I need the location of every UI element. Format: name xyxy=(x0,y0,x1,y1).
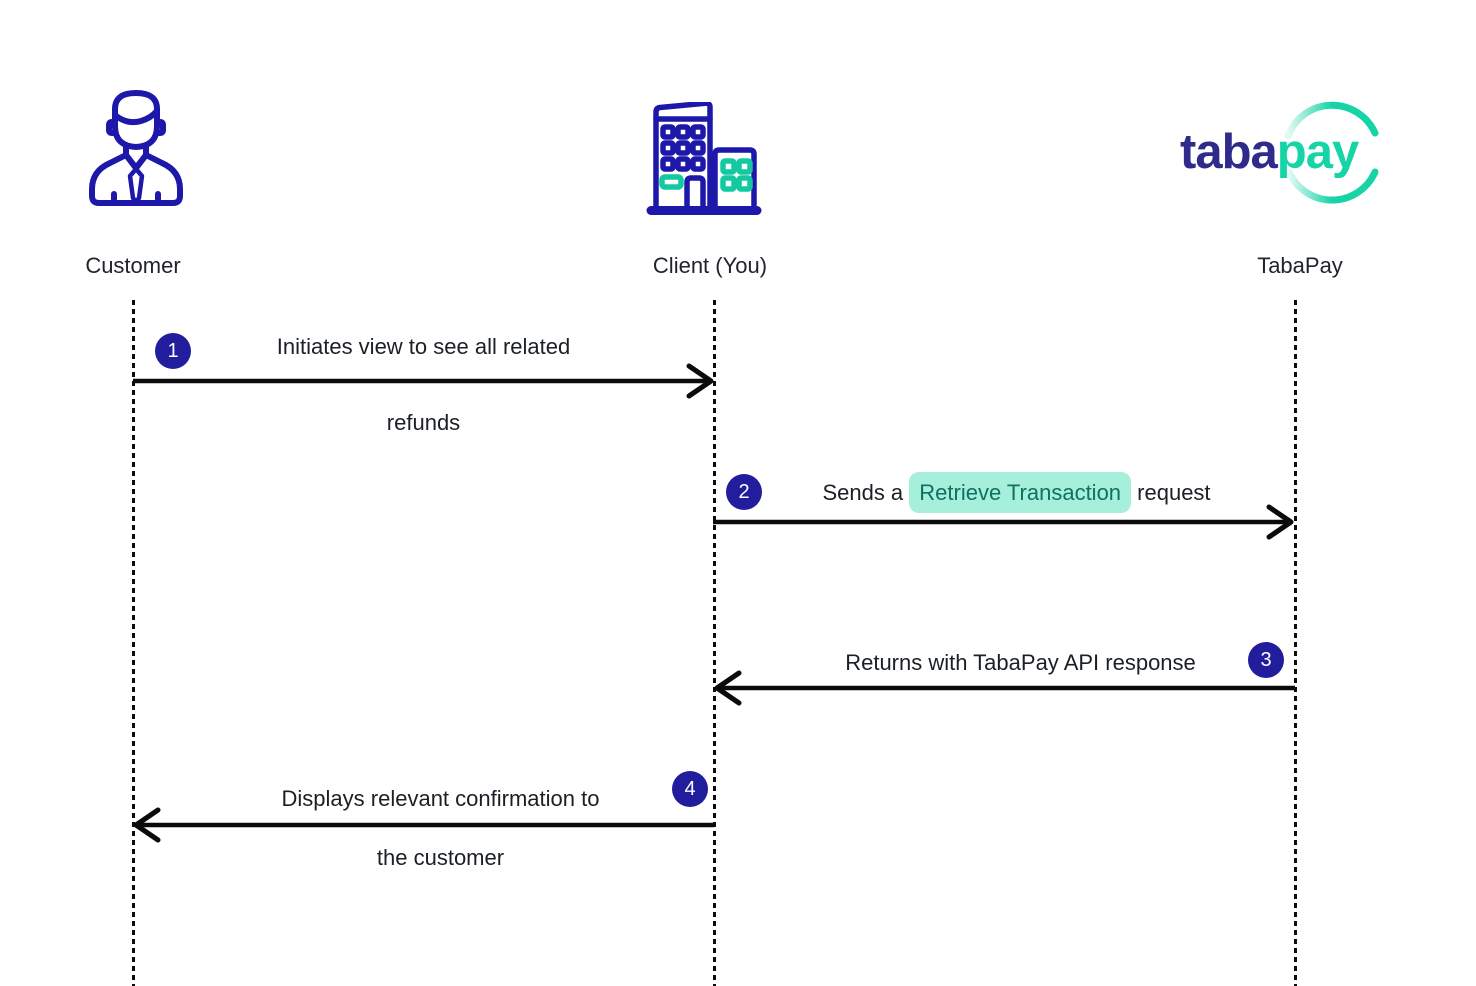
actor-label-client: Client (You) xyxy=(652,253,768,278)
step-badge-3: 3 xyxy=(1248,642,1284,678)
step-badge-1: 1 xyxy=(155,333,191,369)
message-2-text: Sends a Retrieve Transaction request xyxy=(726,472,1307,513)
message-2-highlight: Retrieve Transaction xyxy=(909,472,1132,513)
actor-label-customer: Customer xyxy=(85,253,181,278)
message-arrow-1-right xyxy=(133,363,714,399)
message-1-text-line1: Initiates view to see all related xyxy=(276,334,571,359)
logo-text-navy: taba xyxy=(1180,125,1278,179)
logo-text-teal: pay xyxy=(1276,125,1359,179)
message-2-prefix: Sends a xyxy=(822,480,910,505)
message-4-text-line2: the customer xyxy=(376,845,505,870)
actor-label-tabapay: TabaPay xyxy=(1257,253,1343,278)
lifeline-client xyxy=(713,300,716,986)
lifeline-tabapay xyxy=(1294,300,1297,986)
message-3-text: Returns with TabaPay API response xyxy=(845,650,1196,675)
tabapay-logo-arcs xyxy=(1284,101,1379,204)
message-4-text-line1: Displays relevant confirmation to xyxy=(281,786,600,811)
tabapay-logo: tabapay xyxy=(1180,92,1380,207)
message-arrow-4-left xyxy=(133,807,714,843)
step-badge-2: 2 xyxy=(726,474,762,510)
step-badge-4: 4 xyxy=(672,771,708,807)
message-arrow-2-right xyxy=(713,504,1294,540)
building-icon xyxy=(646,102,762,215)
tabapay-logo-text: tabapay xyxy=(1180,125,1359,179)
message-arrow-3-left xyxy=(714,670,1295,706)
lifeline-customer xyxy=(132,300,135,986)
message-2-suffix: request xyxy=(1131,480,1211,505)
message-1-text-line2: refunds xyxy=(386,410,461,435)
person-icon xyxy=(89,90,183,206)
